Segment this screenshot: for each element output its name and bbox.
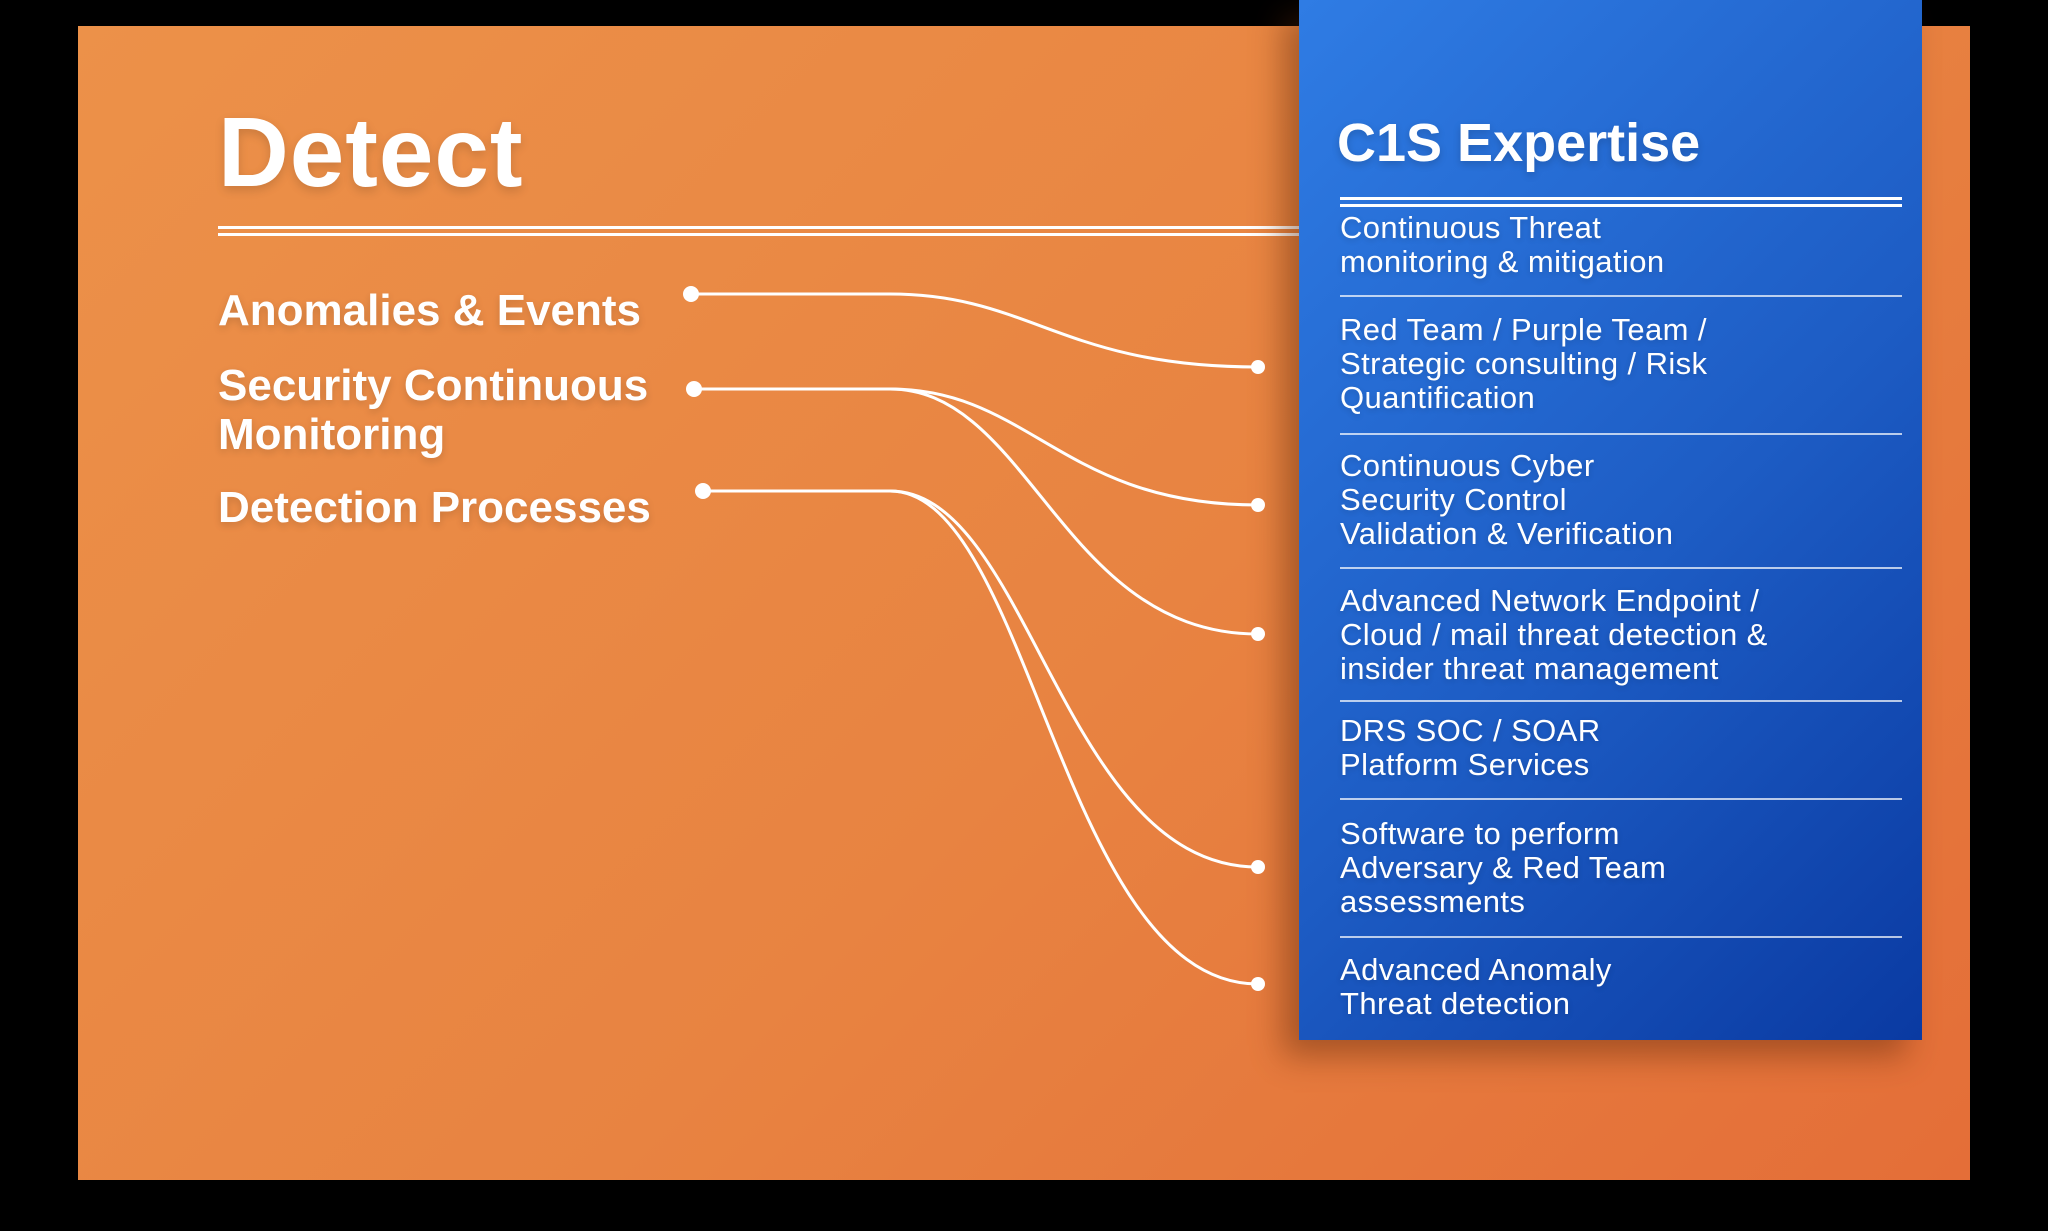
connector-dot — [686, 381, 702, 397]
expertise-item-adversary-red-team-software: Software to perform Adversary & Red Team… — [1340, 816, 1667, 919]
expertise-item-continuous-threat-monitoring: Continuous Threat monitoring & mitigatio… — [1340, 210, 1665, 279]
expertise-panel: C1S Expertise Continuous Threat monitori… — [1299, 0, 1922, 1040]
item-separator — [1340, 295, 1902, 297]
expertise-item-advanced-network-threat-detection: Advanced Network Endpoint / Cloud / mail… — [1340, 583, 1768, 686]
item-separator — [1340, 567, 1902, 569]
connector-dot — [1251, 627, 1265, 641]
rule-line-bottom — [1340, 204, 1902, 207]
connector-dot — [1251, 360, 1265, 374]
focus-item-anomalies-events: Anomalies & Events — [218, 286, 642, 335]
item-separator — [1340, 433, 1902, 435]
connector-line — [701, 489, 1260, 869]
connector-dot — [1251, 977, 1265, 991]
item-separator — [1340, 700, 1902, 702]
connector-dot — [1251, 860, 1265, 874]
rule-line-top — [218, 226, 1370, 229]
rule-line-top — [1340, 197, 1902, 200]
expertise-item-cyber-security-control-validation: Continuous Cyber Security Control Valida… — [1340, 448, 1674, 551]
expertise-item-drs-soc-soar: DRS SOC / SOAR Platform Services — [1340, 713, 1601, 782]
connector-dot — [683, 286, 699, 302]
item-separator — [1340, 798, 1902, 800]
focus-item-detection-processes: Detection Processes — [218, 483, 651, 532]
expertise-title-rule — [1340, 197, 1902, 207]
connector-line — [692, 387, 1260, 507]
connector-line — [701, 489, 1260, 986]
expertise-item-red-purple-team: Red Team / Purple Team / Strategic consu… — [1340, 312, 1708, 415]
focus-item-security-continuous-monitoring: Security Continuous Monitoring — [218, 361, 649, 459]
item-separator — [1340, 936, 1902, 938]
connector-line — [689, 292, 1260, 369]
detect-title-rule — [218, 226, 1370, 236]
page-title: Detect — [218, 97, 524, 207]
connector-line — [692, 387, 1260, 636]
rule-line-bottom — [218, 233, 1370, 236]
expertise-item-advanced-anomaly-threat-detection: Advanced Anomaly Threat detection — [1340, 952, 1612, 1021]
connector-dot — [695, 483, 711, 499]
connector-dot — [1251, 498, 1265, 512]
expertise-panel-title: C1S Expertise — [1337, 113, 1701, 173]
